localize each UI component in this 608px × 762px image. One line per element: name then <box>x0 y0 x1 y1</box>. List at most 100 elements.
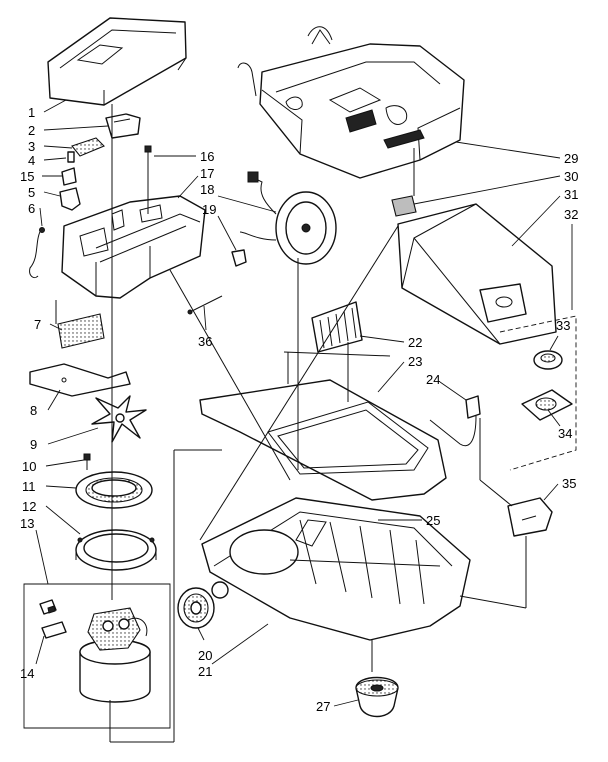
callout-10: 10 <box>22 459 85 474</box>
filter-pad-part <box>57 313 105 349</box>
svg-text:22: 22 <box>408 335 422 350</box>
svg-text:18: 18 <box>200 182 214 197</box>
svg-text:30: 30 <box>564 169 578 184</box>
bag-plate-part <box>521 389 573 421</box>
callout-9: 9 <box>30 427 99 452</box>
svg-text:36: 36 <box>198 334 212 349</box>
svg-text:20: 20 <box>198 648 212 663</box>
exhaust-filter-part <box>311 301 363 353</box>
callout-1: 1 <box>28 99 67 120</box>
callout-33: 33 <box>549 318 570 351</box>
svg-text:3: 3 <box>28 139 35 154</box>
motor-mount-ring-part <box>75 529 157 571</box>
callout-35: 35 <box>543 476 576 501</box>
rod-part <box>187 295 223 315</box>
top-cover-part <box>47 17 187 106</box>
svg-text:10: 10 <box>22 459 36 474</box>
callout-23: 23 <box>377 354 422 393</box>
gasket-ring-part <box>75 471 153 509</box>
motor-housing-part <box>61 195 206 299</box>
callout-14: 14 <box>20 635 45 681</box>
assembly-lines <box>55 104 527 743</box>
svg-text:34: 34 <box>558 426 572 441</box>
svg-text:8: 8 <box>30 403 37 418</box>
base-part <box>201 497 471 641</box>
seal-part <box>533 350 563 370</box>
caster-part <box>355 676 399 718</box>
switch-button-part <box>71 137 105 157</box>
svg-text:5: 5 <box>28 185 35 200</box>
callout-22: 22 <box>359 335 422 350</box>
callout-labels: 1 2 3 4 15 5 6 7 8 9 10 11 12 13 14 16 1… <box>20 99 578 714</box>
callout-32: 32 <box>564 207 578 310</box>
svg-text:25: 25 <box>426 513 440 528</box>
wire-terminal <box>39 227 45 233</box>
callout-11: 11 <box>22 479 77 494</box>
callout-18: 18 <box>200 182 277 213</box>
svg-text:11: 11 <box>22 479 36 494</box>
small-pin-part <box>67 151 75 163</box>
dust-bag-part <box>397 203 557 345</box>
brush-kit-part <box>39 599 67 639</box>
callout-27: 27 <box>316 699 359 714</box>
callout-29: 29 <box>455 141 578 166</box>
svg-text:9: 9 <box>30 437 37 452</box>
svg-text:27: 27 <box>316 699 330 714</box>
callout-15: 15 <box>20 169 62 184</box>
clip-part <box>61 167 77 186</box>
callout-2: 2 <box>28 123 109 138</box>
svg-text:2: 2 <box>28 123 35 138</box>
svg-text:23: 23 <box>408 354 422 369</box>
callout-24: 24 <box>426 372 467 401</box>
svg-text:29: 29 <box>564 151 578 166</box>
wire-lead-part <box>29 227 43 279</box>
svg-text:12: 12 <box>22 499 36 514</box>
callout-4: 4 <box>28 153 67 168</box>
svg-text:17: 17 <box>200 166 214 181</box>
switch-part <box>59 187 81 211</box>
svg-text:24: 24 <box>426 372 440 387</box>
baffle-plate-part <box>29 363 131 397</box>
callout-3: 3 <box>28 139 73 154</box>
screw-part-16 <box>144 145 152 186</box>
svg-text:33: 33 <box>556 318 570 333</box>
callout-12: 12 <box>22 499 81 535</box>
callout-6: 6 <box>28 201 43 227</box>
svg-text:15: 15 <box>20 169 34 184</box>
svg-text:32: 32 <box>564 207 578 222</box>
connector-harness-part <box>429 395 481 447</box>
cord-plug-part <box>231 249 247 267</box>
svg-text:1: 1 <box>28 105 35 120</box>
callout-7: 7 <box>34 317 63 332</box>
bag-holder-clip-part <box>391 195 417 217</box>
svg-text:16: 16 <box>200 149 214 164</box>
switch-bracket-part <box>105 113 141 139</box>
callout-5: 5 <box>28 185 61 200</box>
motor-assembly-part <box>23 583 171 729</box>
callout-16: 16 <box>154 149 214 164</box>
bumper-frame-part <box>199 351 447 501</box>
wheel-part <box>177 587 215 629</box>
svg-text:21: 21 <box>198 664 212 679</box>
svg-text:4: 4 <box>28 153 35 168</box>
fan-part <box>91 395 147 443</box>
callout-21: 21 <box>198 623 269 679</box>
latch-part <box>507 497 553 537</box>
callout-8: 8 <box>30 389 61 418</box>
callout-36: 36 <box>198 305 212 349</box>
svg-text:14: 14 <box>20 666 34 681</box>
svg-text:13: 13 <box>20 516 34 531</box>
svg-text:7: 7 <box>34 317 41 332</box>
callout-34: 34 <box>547 409 572 441</box>
callout-20: 20 <box>197 627 212 663</box>
hood-part <box>237 26 465 179</box>
callout-19: 19 <box>202 202 237 251</box>
callout-17: 17 <box>177 166 214 199</box>
callout-13: 13 <box>20 516 49 585</box>
svg-text:6: 6 <box>28 201 35 216</box>
callout-31: 31 <box>511 187 578 247</box>
bag-holder-group-part <box>499 315 577 471</box>
screw-part-10 <box>83 453 91 470</box>
